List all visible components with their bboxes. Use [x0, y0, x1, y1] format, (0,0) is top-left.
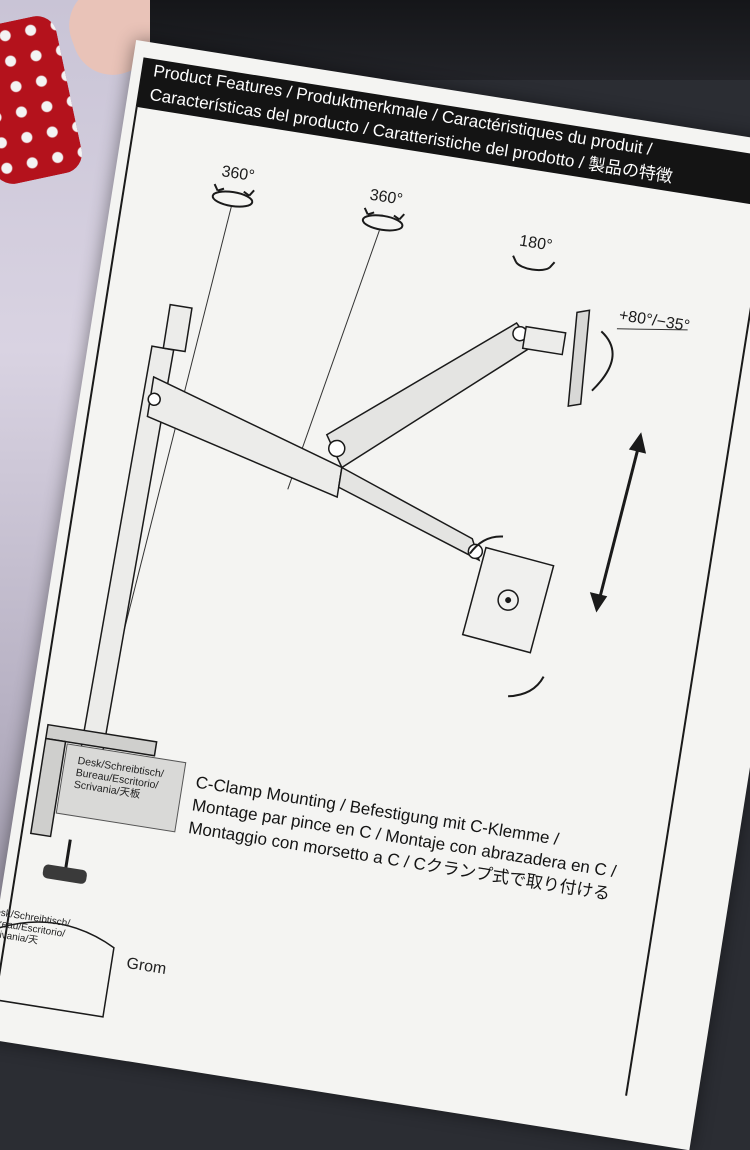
desk-block [55, 743, 187, 833]
clamp-body [29, 737, 67, 838]
upper-head-bracket [521, 325, 567, 356]
pole-joint [147, 392, 161, 407]
instruction-booklet-page: Product Features / Produktmerkmale / Car… [0, 40, 750, 1150]
vesa-center-hub [497, 589, 519, 611]
plate-rotate-arrow-top-icon [469, 535, 504, 555]
vesa-center-hole [505, 597, 512, 604]
lower-arm [146, 375, 343, 499]
rotate-360-icon-pole [211, 183, 255, 208]
tilt-arrow-icon [591, 330, 614, 392]
gas-spring-arm-upper [325, 322, 535, 469]
gas-spring-arm-lower [337, 466, 481, 562]
pole-cap [162, 303, 193, 353]
rotate-180-icon [512, 255, 556, 272]
grommet-inset-circle [0, 921, 115, 1018]
elbow-joint [328, 439, 346, 458]
rotate-360-icon-joint [361, 207, 405, 232]
clamp-knob [42, 864, 87, 884]
upper-vesa-plate [567, 309, 591, 408]
leader-line-joint [287, 230, 380, 490]
lower-head-joint [467, 543, 484, 560]
clamp-top-plate [44, 723, 158, 757]
monitor-arm-diagram [0, 183, 688, 1018]
height-adjust-arrow-icon [589, 432, 647, 613]
tilt-leader-line [616, 328, 688, 331]
clamp-screw [64, 839, 72, 870]
plate-rotate-arrow-bottom-icon [508, 676, 545, 698]
